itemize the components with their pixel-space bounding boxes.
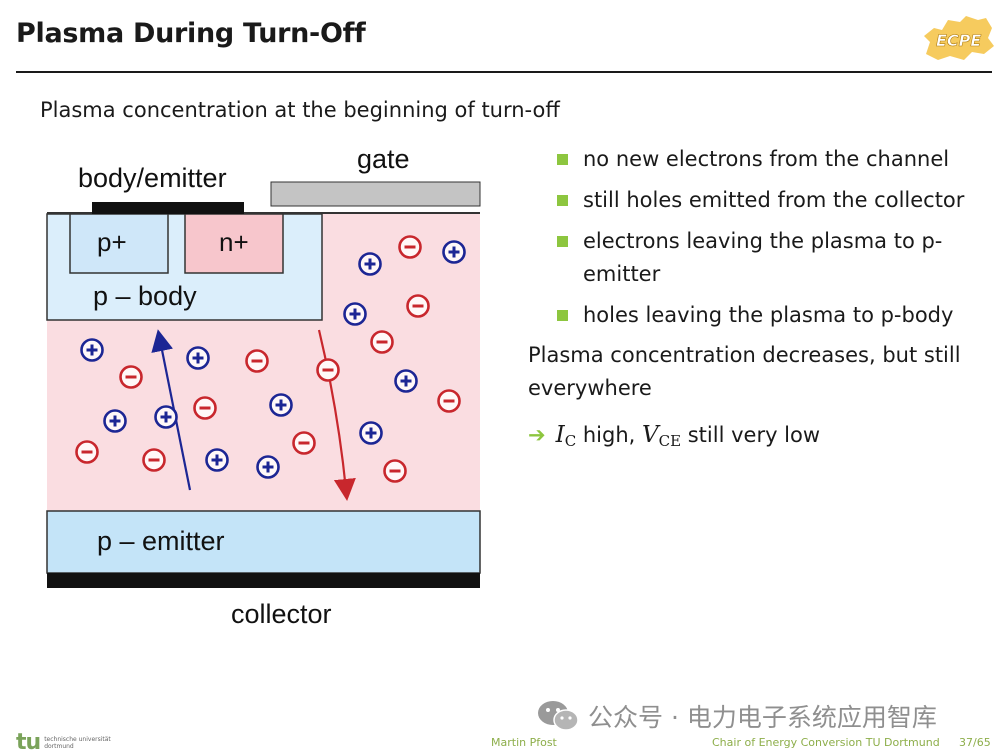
bullet-item: no new electrons from the channel xyxy=(528,143,978,176)
ic-text: high, xyxy=(576,423,642,447)
gate-electrode xyxy=(270,181,481,207)
watermark-text: 公众号 · 电力电子系统应用智库 xyxy=(588,703,937,732)
ic-symbol: I xyxy=(555,422,565,448)
electron-minus-icon xyxy=(370,330,394,354)
hole-plus-icon xyxy=(442,240,466,264)
ic-subscript: C xyxy=(564,432,577,450)
bullet-text: no new electrons from the channel xyxy=(583,147,950,171)
electron-minus-icon xyxy=(75,440,99,464)
hole-plus-icon xyxy=(205,448,229,472)
title-rule xyxy=(16,71,992,73)
tu-line-1: technische universität xyxy=(44,735,111,743)
hole-plus-icon xyxy=(154,405,178,429)
hole-plus-icon xyxy=(103,409,127,433)
electron-minus-icon xyxy=(437,389,461,413)
label-body-emitter: body/emitter xyxy=(78,163,227,193)
hole-plus-icon xyxy=(359,421,383,445)
footer-page-number: 37/65 xyxy=(959,736,991,749)
hole-plus-icon xyxy=(343,302,367,326)
bullet-item: still holes emitted from the collector xyxy=(528,184,978,217)
vce-text: still very low xyxy=(681,423,821,447)
label-collector: collector xyxy=(231,599,332,629)
electron-flow-arrow xyxy=(317,329,356,501)
footer-author: Martin Pfost xyxy=(491,736,557,749)
bullet-list: no new electrons from the channel still … xyxy=(528,143,978,458)
ecpe-logo: ECPE xyxy=(924,16,994,60)
electron-minus-icon xyxy=(398,235,422,259)
tu-logo-mark: tu xyxy=(16,730,41,755)
hole-plus-icon xyxy=(186,346,210,370)
slide-subtitle: Plasma concentration at the beginning of… xyxy=(40,98,560,122)
n-plus-region xyxy=(184,213,284,274)
label-gate: gate xyxy=(357,144,410,174)
p-emitter-region xyxy=(46,510,481,574)
slide-title: Plasma During Turn-Off xyxy=(16,18,366,49)
hole-plus-icon xyxy=(269,393,293,417)
hole-plus-icon xyxy=(80,338,104,362)
wechat-icon xyxy=(538,701,579,731)
electron-minus-icon xyxy=(406,294,430,318)
tu-line-2: dortmund xyxy=(44,742,74,750)
electron-minus-icon xyxy=(119,365,143,389)
bullet-item: holes leaving the plasma to p-body xyxy=(528,299,978,332)
vce-symbol: V xyxy=(642,422,659,448)
bullet-text: electrons leaving the plasma to p-emitte… xyxy=(583,229,943,286)
hole-plus-icon xyxy=(256,455,280,479)
electron-minus-icon xyxy=(245,349,269,373)
igbt-cross-section-diagram: body/emitter gate p+ n+ p – body p – emi… xyxy=(46,144,481,629)
electron-minus-icon xyxy=(316,358,340,382)
summary-paragraph: Plasma concentration decreases, but stil… xyxy=(528,343,961,400)
bullet-marker xyxy=(557,195,568,206)
europe-map-shape xyxy=(924,16,994,60)
bullet-text: holes leaving the plasma to p-body xyxy=(583,303,954,327)
electron-minus-icon xyxy=(142,448,166,472)
label-p-plus: p+ xyxy=(97,227,127,257)
label-p-body: p – body xyxy=(93,281,197,311)
electron-minus-icon xyxy=(383,459,407,483)
bullet-text: still holes emitted from the collector xyxy=(583,188,965,212)
arrow-right-icon: ➔ xyxy=(528,423,546,447)
bullet-marker xyxy=(557,236,568,247)
collector-contact xyxy=(47,573,480,588)
vce-subscript: CE xyxy=(658,432,682,450)
bullet-marker xyxy=(557,310,568,321)
footer-chair: Chair of Energy Conversion TU Dortmund xyxy=(712,736,940,749)
hole-plus-icon xyxy=(394,369,418,393)
electron-minus-icon xyxy=(193,396,217,420)
electron-minus-icon xyxy=(292,431,316,455)
carrier-symbols xyxy=(75,235,466,483)
hole-plus-icon xyxy=(358,252,382,276)
conclusion-line: ➔ IC high, VCE still very low xyxy=(528,419,978,458)
label-p-emitter: p – emitter xyxy=(97,526,225,556)
logo-text: ECPE xyxy=(936,31,981,50)
emitter-contact xyxy=(92,202,244,214)
label-n-plus: n+ xyxy=(219,227,249,257)
wechat-watermark: 公众号 · 电力电子系统应用智库 xyxy=(536,698,937,734)
bullet-marker xyxy=(557,154,568,165)
bullet-item: electrons leaving the plasma to p-emitte… xyxy=(528,225,978,291)
